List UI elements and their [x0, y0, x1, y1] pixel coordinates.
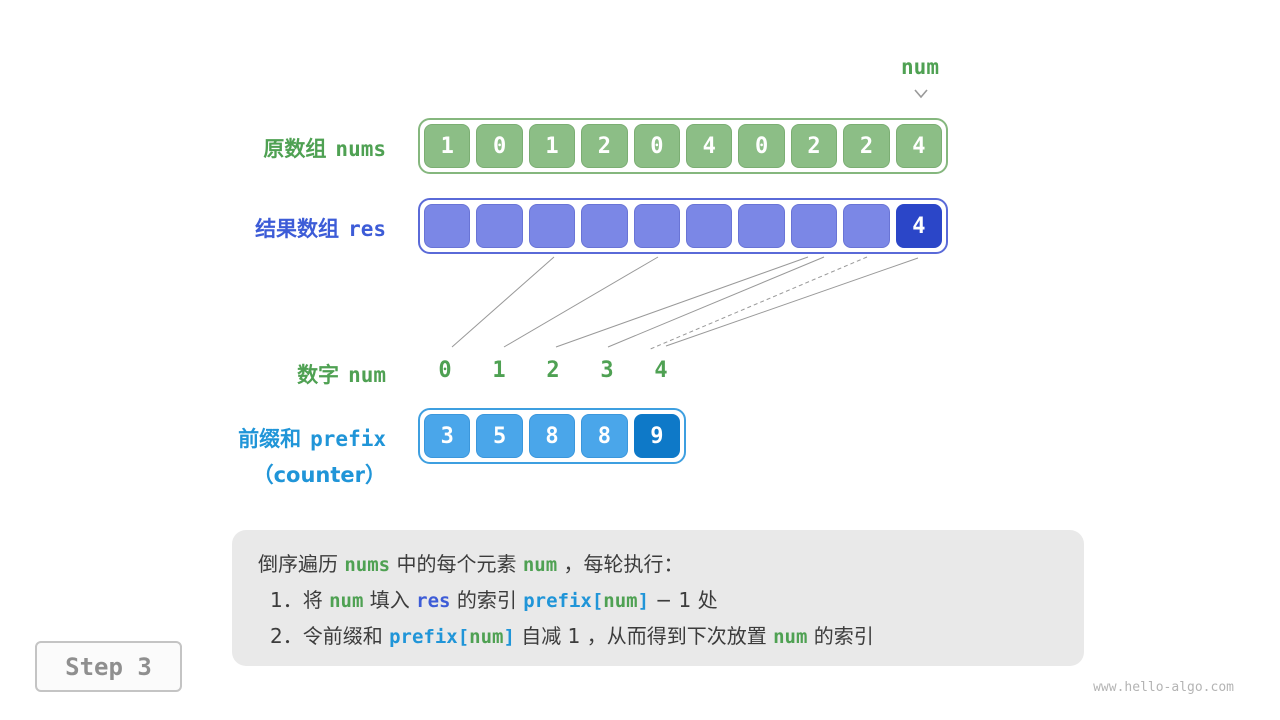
note-text: 的索引	[807, 624, 874, 648]
num-values-row: 0 1 2 3 4	[421, 358, 685, 383]
res-cell	[424, 204, 471, 248]
prefix-cell: 8	[528, 414, 576, 458]
res-array-box: 4	[418, 198, 948, 254]
connector-line	[665, 257, 919, 347]
note-text: ，每轮执行：	[557, 552, 684, 576]
code-token: nums	[344, 554, 391, 576]
nums-cell: 2	[843, 124, 890, 168]
connector-line	[503, 256, 659, 348]
num-row-label-code: num	[348, 363, 386, 387]
nums-cell: 1	[424, 124, 471, 168]
connector-line	[607, 256, 825, 348]
note-text: 的索引	[450, 588, 524, 612]
nums-array-box: 1 0 1 2 0 4 0 2 2 4	[418, 118, 948, 174]
chevron-down-icon	[913, 84, 929, 103]
res-cell	[686, 204, 733, 248]
num-value: 3	[600, 358, 614, 383]
res-cell	[790, 204, 838, 248]
nums-cell: 0	[476, 124, 523, 168]
code-token: res	[416, 590, 451, 612]
note-line: 倒序遍历 nums 中的每个元素 num ，每轮执行：	[258, 547, 1060, 583]
prefix-row-label-code: prefix	[310, 427, 386, 451]
prefix-row-label: 前缀和 prefix	[238, 423, 386, 453]
note-text: 中的每个元素	[390, 552, 523, 576]
res-cell	[528, 204, 576, 248]
res-cell	[581, 204, 628, 248]
prefix-array-box: 3 5 8 8 9	[418, 408, 686, 464]
prefix-cell: 5	[476, 414, 523, 458]
num-row-label-cn: 数字	[297, 363, 340, 387]
code-token: prefix[	[523, 590, 604, 612]
res-cell-active: 4	[895, 204, 943, 248]
num-value: 2	[546, 358, 560, 383]
prefix-row-label-cn: 前缀和	[238, 427, 302, 451]
nums-cell: 0	[633, 124, 681, 168]
res-cell	[843, 204, 890, 248]
watermark: www.hello-algo.com	[1093, 680, 1234, 695]
prefix-cell: 3	[424, 414, 471, 458]
res-cell	[738, 204, 785, 248]
code-token: num	[603, 590, 638, 612]
prefix-cell-active: 9	[633, 414, 681, 458]
nums-cell: 4	[895, 124, 943, 168]
nums-row-label: 原数组 nums	[263, 133, 386, 163]
res-row-label-code: res	[348, 217, 386, 241]
nums-cell: 1	[528, 124, 576, 168]
code-token: prefix[	[389, 626, 470, 648]
note-line: 2．令前缀和 prefix[num] 自减 1 ，从而得到下次放置 num 的索…	[258, 619, 1060, 655]
connector-line	[451, 256, 555, 348]
code-token: ]	[503, 626, 515, 648]
note-text: 2．令前缀和	[270, 624, 390, 648]
nums-cell: 2	[790, 124, 838, 168]
code-token: num	[329, 590, 364, 612]
nums-row-label-cn: 原数组	[263, 137, 327, 161]
nums-cell: 4	[686, 124, 733, 168]
nums-cell: 0	[738, 124, 785, 168]
code-token: num	[773, 626, 808, 648]
explanation-note: 倒序遍历 nums 中的每个元素 num ，每轮执行： 1．将 num 填入 r…	[232, 530, 1084, 666]
prefix-row-sublabel: （counter）	[253, 459, 386, 489]
num-value: 0	[438, 358, 452, 383]
nums-row-label-code: nums	[335, 137, 386, 161]
res-cell	[633, 204, 681, 248]
note-text: 倒序遍历	[258, 552, 345, 576]
res-cell	[476, 204, 523, 248]
code-token: num	[522, 554, 558, 576]
num-row-label: 数字 num	[297, 359, 386, 389]
note-text: 自减 1 ，从而得到下次放置	[514, 624, 774, 648]
prefix-row-sublabel-text: （counter）	[252, 463, 386, 487]
num-value: 4	[654, 358, 668, 383]
connector-line-dashed	[647, 256, 868, 351]
note-text: 1．将	[270, 588, 330, 612]
note-line: 1．将 num 填入 res 的索引 prefix[num] − 1 处	[258, 583, 1060, 619]
note-text: 填入	[363, 588, 417, 612]
step-badge: Step 3	[35, 641, 182, 692]
num-pointer-label: num	[901, 55, 939, 79]
res-row-label: 结果数组 res	[255, 213, 386, 243]
code-token: num	[469, 626, 504, 648]
note-text: − 1 处	[649, 588, 718, 612]
num-value: 1	[492, 358, 506, 383]
prefix-cell: 8	[581, 414, 628, 458]
res-row-label-cn: 结果数组	[255, 217, 340, 241]
code-token: ]	[637, 590, 650, 612]
connector-line	[555, 256, 809, 348]
nums-cell: 2	[581, 124, 628, 168]
